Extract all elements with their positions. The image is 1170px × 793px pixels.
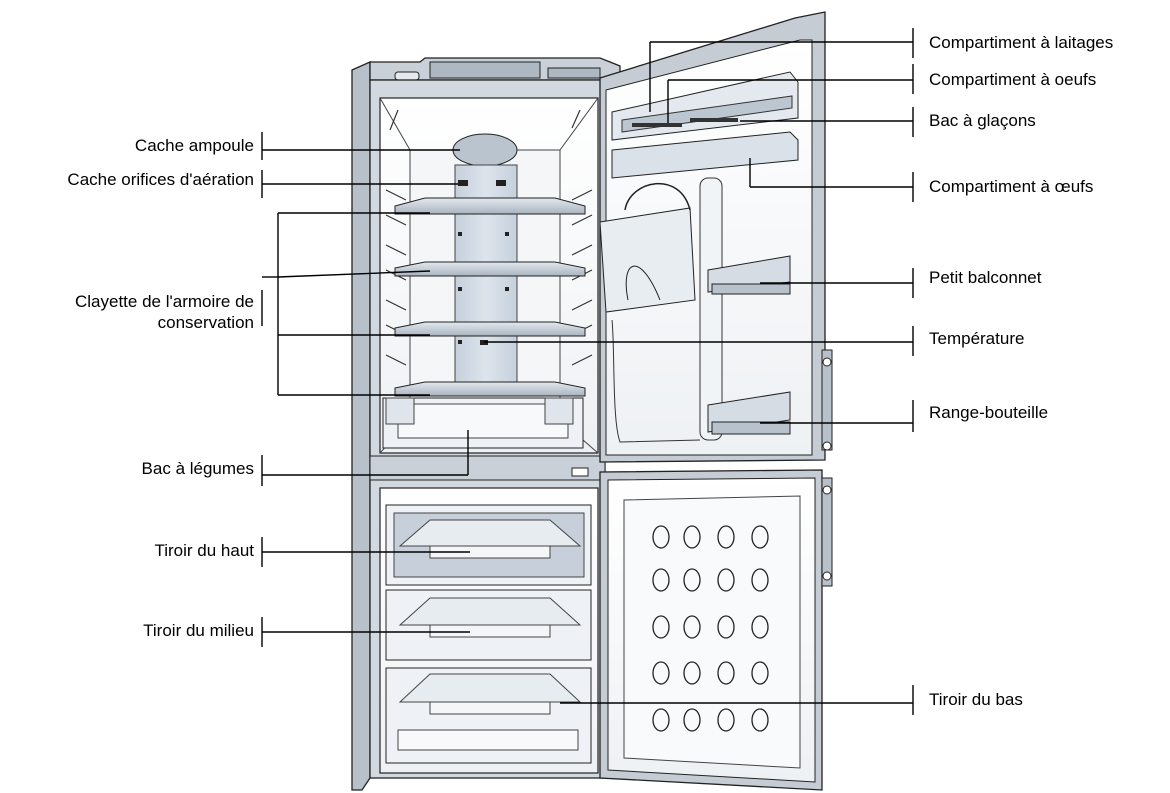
freezer-door: [599, 469, 833, 791]
fridge-door: [599, 11, 833, 463]
leader-lines-right: [484, 28, 914, 715]
label-range-bouteille: Range-bouteille: [929, 403, 1049, 422]
label-tiroir-du-bas: Tiroir du bas: [929, 690, 1023, 709]
leader-lines-left: [261, 132, 470, 647]
label-bac-a-legumes: Bac à légumes: [141, 459, 254, 478]
label-temperature: Température: [929, 329, 1025, 348]
label-compartiment-a-oeufs-2: Compartiment à œufs: [929, 177, 1094, 196]
label-tiroir-du-milieu: Tiroir du milieu: [143, 621, 254, 640]
fridge-compartment: [379, 97, 599, 454]
label-clayette-armoire-conservation: Clayette de l'armoire de conservation: [75, 292, 254, 332]
label-petit-balconnet: Petit balconnet: [929, 268, 1042, 287]
label-compartiment-a-oeufs: Compartiment à oeufs: [929, 70, 1097, 89]
divider-strip: [369, 455, 606, 481]
freezer-compartment: [379, 487, 599, 774]
label-tiroir-du-haut: Tiroir du haut: [154, 541, 254, 560]
label-compartiment-a-laitages: Compartiment à laitages: [929, 33, 1114, 52]
label-cache-ampoule: Cache ampoule: [134, 136, 254, 155]
label-cache-orifices-aeration: Cache orifices d'aération: [67, 170, 254, 189]
label-bac-a-glacons: Bac à glaçons: [929, 111, 1036, 130]
